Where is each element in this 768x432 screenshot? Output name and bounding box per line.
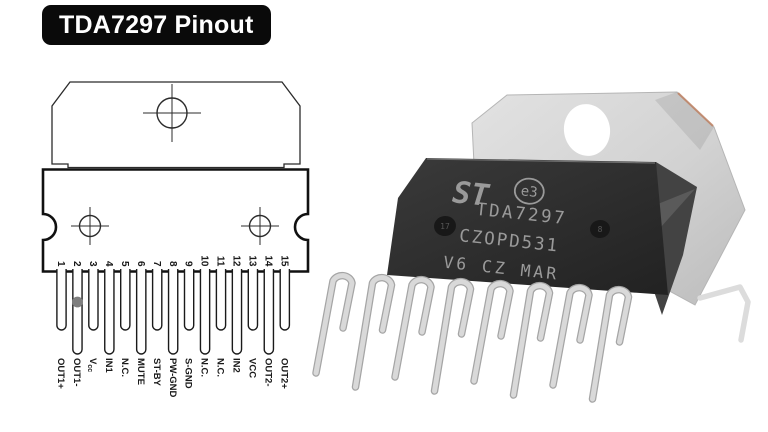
package-tab-outline xyxy=(51,81,301,169)
pin-label-9: S-GND xyxy=(183,358,194,389)
pin-lead-5 xyxy=(120,269,131,331)
mold-mark-right: 8 xyxy=(590,219,610,239)
pin-number-12: 12 xyxy=(231,255,242,267)
photo-lead-3 xyxy=(392,277,434,380)
photo-lead-outline-8 xyxy=(588,285,633,403)
photo-lead-7 xyxy=(550,285,592,388)
pin-label-1: OUT1+ xyxy=(55,358,66,389)
rohs-e3-circle xyxy=(513,177,545,205)
pin-lead-6 xyxy=(135,269,147,355)
photo-lead-outline-5 xyxy=(470,279,514,385)
photo-far-right-lead xyxy=(697,284,751,343)
pin-number-3: 3 xyxy=(87,261,98,267)
pin-dot-marker xyxy=(72,296,83,308)
pin-lead-12 xyxy=(231,269,243,355)
photo-tab-shading xyxy=(655,92,714,150)
pin-label-13: VCC xyxy=(247,358,258,378)
photo-body-front xyxy=(387,158,668,295)
pin-label-11: N.C. xyxy=(215,358,226,377)
pin-label-8: PW-GND xyxy=(167,358,178,398)
svg-text:17: 17 xyxy=(440,222,450,231)
st-logo: ST xyxy=(451,175,492,214)
pin-number-8: 8 xyxy=(167,261,178,267)
pin-label-10: N.C. xyxy=(199,358,210,377)
pin-number-6: 6 xyxy=(135,261,146,267)
svg-text:8: 8 xyxy=(598,225,603,234)
pin-number-11: 11 xyxy=(215,256,226,267)
pin-number-7: 7 xyxy=(151,261,162,267)
photo-lead-outline-6 xyxy=(509,281,554,399)
pin-label-4: IN1 xyxy=(103,358,114,374)
page-title: TDA7297 Pinout xyxy=(42,5,271,45)
photo-lead-group xyxy=(312,271,633,403)
pin-lead-9 xyxy=(183,269,195,331)
pin-lead-11 xyxy=(215,269,227,331)
pin-lead-2 xyxy=(72,269,83,355)
pin-number-4: 4 xyxy=(103,261,114,267)
pin-lead-4 xyxy=(104,269,115,355)
photo-lead-4 xyxy=(432,279,473,394)
pin-label-7: ST-BY xyxy=(151,358,162,387)
pin-number-1: 1 xyxy=(55,261,66,267)
photo-lead-1 xyxy=(313,273,355,376)
photo-body-top-highlight xyxy=(426,158,656,164)
pin-number-15: 15 xyxy=(278,255,289,267)
pin-lead-14 xyxy=(263,269,275,355)
photo-lead-5 xyxy=(471,281,513,384)
pin-number-5: 5 xyxy=(119,261,130,267)
pin-lead-10 xyxy=(199,269,211,355)
pin-lead-3 xyxy=(88,269,99,331)
pin-number-14: 14 xyxy=(262,255,273,267)
pin-label-15: OUT2+ xyxy=(278,358,289,389)
photo-lead-8 xyxy=(590,287,631,402)
photo-lead-outline-4 xyxy=(430,277,475,395)
pin-label-3: Vcc xyxy=(86,358,98,372)
pin-number-10: 10 xyxy=(199,255,210,267)
pin-lead-8 xyxy=(167,269,179,355)
photo-tab-hole xyxy=(563,104,611,156)
photo-lead-outline-2 xyxy=(351,273,396,391)
pin-label-2: OUT1- xyxy=(71,358,82,387)
pin-label-5: N.C. xyxy=(119,358,130,377)
pin-label-12: IN2 xyxy=(231,358,242,373)
pin-number-13: 13 xyxy=(247,255,258,267)
rohs-e3-mark: e3 xyxy=(520,183,538,201)
pin-number-2: 2 xyxy=(71,261,82,267)
mold-mark-left: 17 xyxy=(434,215,456,237)
pin-lead-15 xyxy=(279,269,291,331)
chip-photo: ST e3 TDA7297 CZOPD531 V6 CZ MAR 17 8 xyxy=(312,91,751,403)
body-alignment-mark-right xyxy=(241,207,279,245)
photo-lead-2 xyxy=(353,275,394,390)
pin-lead-13 xyxy=(247,269,259,331)
photo-lead-6 xyxy=(511,283,552,398)
pin-number-9: 9 xyxy=(183,261,194,267)
pin-label-14: OUT2- xyxy=(262,358,273,387)
pin-label-6: MUTE xyxy=(135,358,146,385)
photo-lead-outline-3 xyxy=(391,275,435,381)
photo-lead-outline-1 xyxy=(312,271,356,377)
package-body-outline xyxy=(41,168,310,273)
pin-lead-7 xyxy=(151,269,163,331)
pin-lead-1 xyxy=(56,269,67,331)
photo-lead-outline-7 xyxy=(549,283,593,389)
body-alignment-mark-left xyxy=(71,207,109,245)
photo-tab-copper-edge xyxy=(677,92,714,127)
